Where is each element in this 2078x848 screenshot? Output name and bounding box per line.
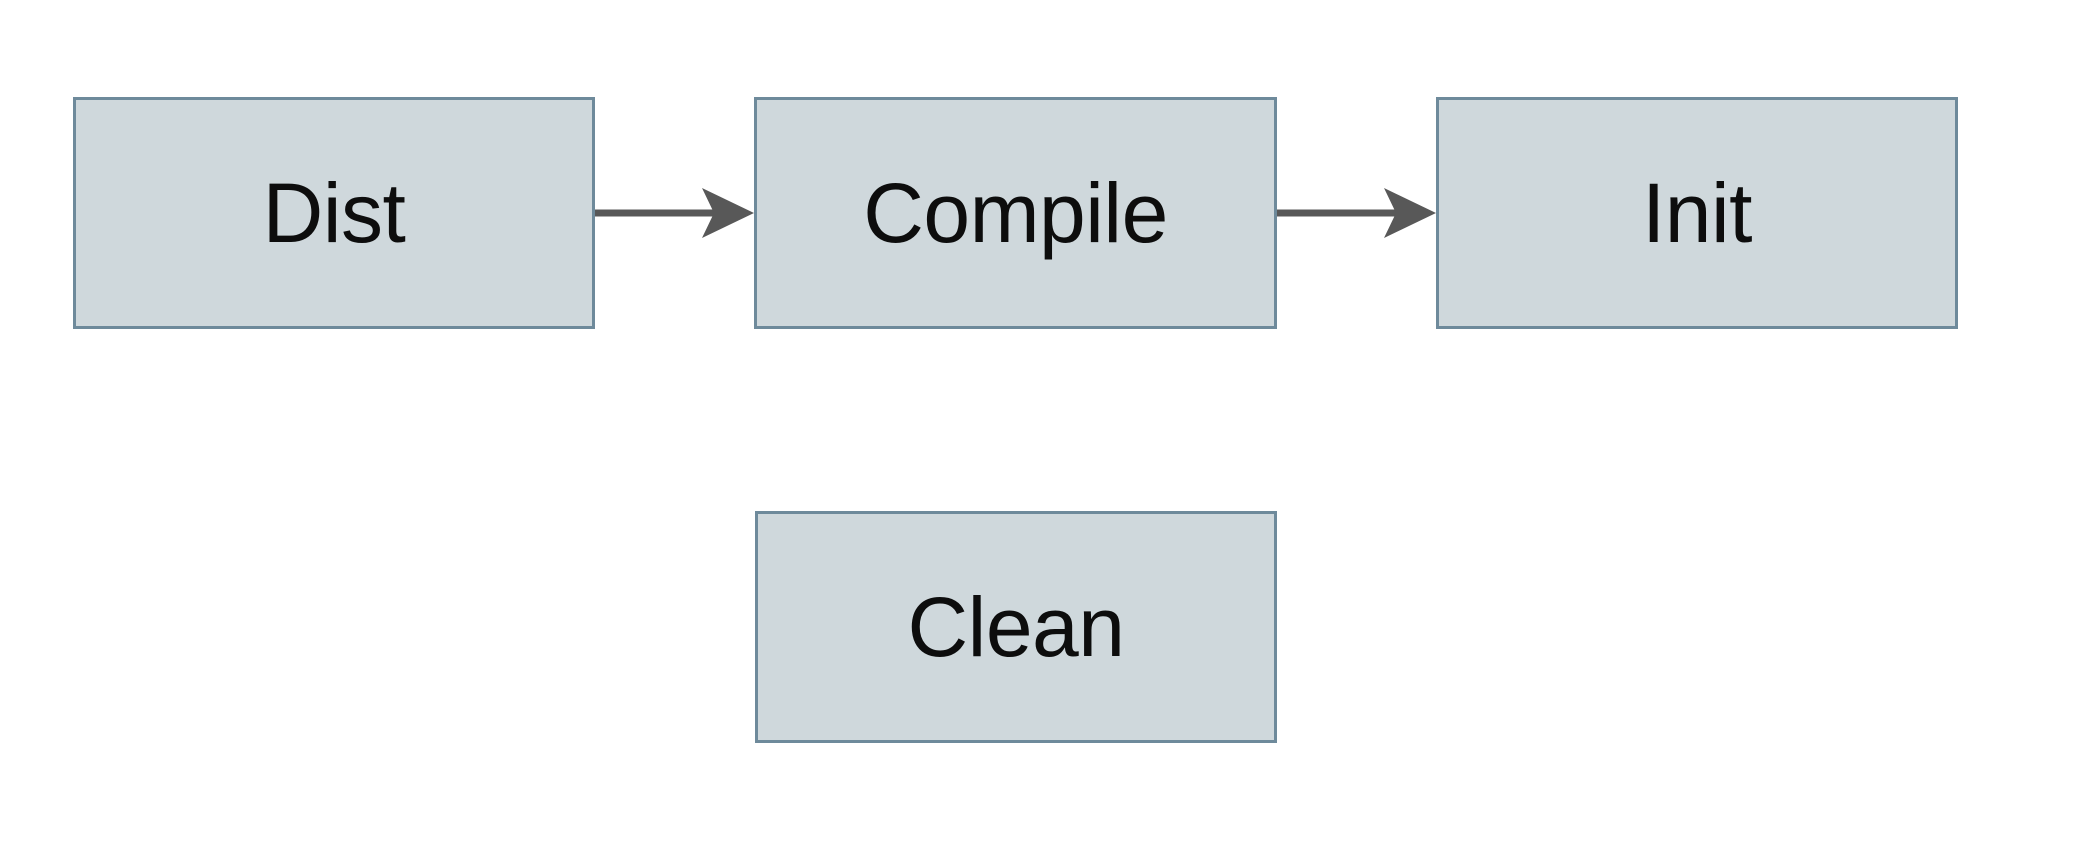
node-label: Init <box>1641 166 1753 260</box>
arrowhead-icon <box>1384 188 1436 238</box>
node-label: Clean <box>907 580 1125 674</box>
edge-compile-to-init[interactable] <box>1277 188 1436 238</box>
node-dist[interactable]: Dist <box>73 97 595 329</box>
arrowhead-icon <box>702 188 754 238</box>
node-init[interactable]: Init <box>1436 97 1958 329</box>
node-clean[interactable]: Clean <box>755 511 1277 743</box>
node-label: Compile <box>863 166 1168 260</box>
node-compile[interactable]: Compile <box>754 97 1277 329</box>
edge-dist-to-compile[interactable] <box>595 188 754 238</box>
node-label: Dist <box>262 166 406 260</box>
